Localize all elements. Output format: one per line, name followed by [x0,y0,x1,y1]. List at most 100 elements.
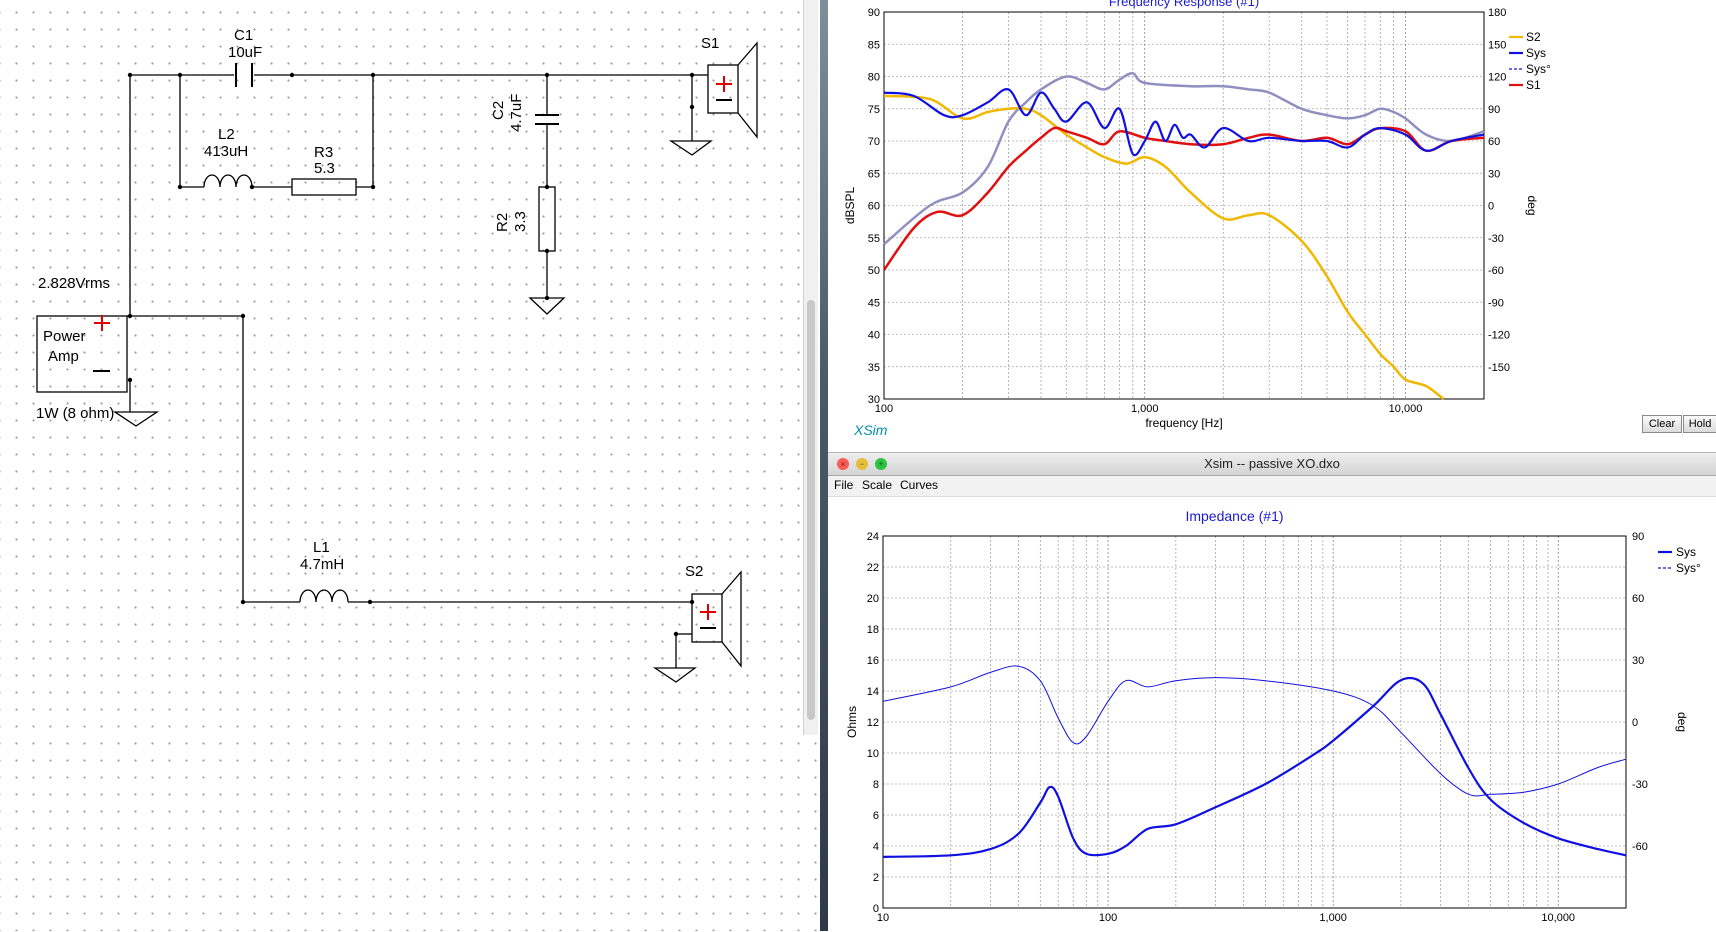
l2-value: 413uH [204,143,249,160]
y-tick-label: 22 [867,562,879,574]
amp-label-line1: Power [43,328,86,345]
y-tick-label: 2 [873,872,879,884]
y-tick-label: 65 [868,168,880,180]
y-axis-label: dBSPL [843,186,857,224]
minimize-icon[interactable]: − [856,458,868,470]
impedance-chart: Impedance (#1)024681012141618202224-60-3… [845,508,1701,924]
y2-tick-label: 0 [1488,201,1494,213]
chart-title: Impedance (#1) [1185,508,1283,524]
series-line-sys [883,88,1485,157]
series-line-s2 [883,94,1445,401]
y2-tick-label: 90 [1632,531,1644,543]
series-line-sys [882,676,1627,858]
y-tick-label: 35 [868,362,880,374]
legend-label: Sys [1526,46,1546,60]
y2-tick-label: 120 [1488,72,1506,84]
chart-title: Frequency Response (#1) [1109,0,1259,9]
zoom-icon[interactable]: + [875,458,887,470]
menu-bar: File Scale Curves [828,476,1716,497]
desktop-backdrop [820,0,828,931]
y2-axis-label: deg [1525,195,1539,215]
amp-label-line2: Amp [48,348,79,365]
y-tick-label: 12 [867,717,879,729]
legend-label: S1 [1526,78,1541,92]
legend-label: Sys° [1676,561,1701,575]
impedance-window: × − + Xsim -- passive XO.dxo File Scale … [828,452,1716,932]
legend-label: Sys° [1526,62,1551,76]
y-tick-label: 20 [867,593,879,605]
l2-name: L2 [218,126,235,143]
series-line-s1 [882,126,1485,271]
y-tick-label: 4 [873,841,879,853]
scrollbar-thumb[interactable] [807,300,815,720]
y-tick-label: 18 [867,624,879,636]
legend-label: S2 [1526,30,1541,44]
y2-axis-label: deg [1675,712,1689,732]
x-tick-label: 100 [1099,912,1117,924]
schematic-scrollbar[interactable] [803,0,818,735]
window-titlebar[interactable]: × − + Xsim -- passive XO.dxo [828,453,1716,476]
l1-value: 4.7mH [300,556,345,573]
x-tick-label: 10,000 [1389,403,1423,415]
y-tick-label: 24 [867,531,879,543]
y2-tick-label: 150 [1488,39,1506,51]
r2-value: 3.3 [512,211,529,232]
y-tick-label: 55 [868,233,880,245]
x-tick-label: 100 [875,403,893,415]
window-title: Xsim -- passive XO.dxo [1204,456,1340,471]
y-tick-label: 16 [867,655,879,667]
y2-tick-label: 90 [1488,104,1500,116]
series-line-sys-hold- [883,72,1485,246]
y2-tick-label: -60 [1488,265,1504,277]
y2-tick-label: -90 [1488,297,1504,309]
y-tick-label: 30 [868,394,880,406]
plot-frame [883,11,1485,400]
plot-frame [882,535,1627,909]
r2-name: R2 [494,212,511,232]
r3-name: R3 [314,144,334,161]
c1-value: 10uF [228,44,263,61]
y2-tick-label: 0 [1632,717,1638,729]
x-tick-label: 10 [877,912,889,924]
c1-name: C1 [234,27,254,44]
y2-tick-label: 30 [1488,168,1500,180]
s2-name: S2 [685,563,704,580]
y-tick-label: 10 [867,748,879,760]
y2-tick-label: 30 [1632,655,1644,667]
schematic-canvas[interactable]: C1 10uF L2 413uH R3 5.3 C2 4.7uF R2 3.3 … [0,0,820,931]
source-voltage: 2.828Vrms [38,275,110,292]
xsim-logo: XSim [854,422,888,438]
menu-file[interactable]: File [834,478,854,492]
y-tick-label: 90 [868,7,880,19]
y2-tick-label: -120 [1488,330,1510,342]
source-power: 1W (8 ohm) [36,405,115,422]
y2-tick-label: 180 [1488,7,1506,19]
y-tick-label: 6 [873,810,879,822]
series-line-sys-phase [882,665,1627,797]
y-axis-label: Ohms [845,706,859,738]
y-tick-label: 14 [867,686,879,698]
hold-button[interactable]: Hold [1683,415,1716,433]
y2-tick-label: 60 [1632,593,1644,605]
frequency-response-chart: Frequency Response (#1)30354045505560657… [843,0,1551,430]
y-tick-label: 50 [868,265,880,277]
schematic-wiring [36,41,758,683]
y2-tick-label: -150 [1488,362,1510,374]
y-tick-label: 75 [868,104,880,116]
y-tick-label: 80 [868,72,880,84]
close-icon[interactable]: × [837,458,849,470]
s1-name: S1 [701,35,720,52]
x-axis-label: frequency [Hz] [1145,416,1222,430]
x-tick-label: 10,000 [1541,912,1575,924]
c2-name: C2 [490,100,507,120]
y-tick-label: 45 [868,297,880,309]
menu-curves[interactable]: Curves [900,478,939,492]
menu-scale[interactable]: Scale [862,478,893,492]
x-tick-label: 1,000 [1131,403,1159,415]
y2-tick-label: -60 [1632,841,1648,853]
legend-label: Sys [1676,545,1696,559]
x-tick-label: 1,000 [1319,912,1347,924]
y-tick-label: 0 [873,903,879,915]
clear-button[interactable]: Clear [1642,415,1682,433]
